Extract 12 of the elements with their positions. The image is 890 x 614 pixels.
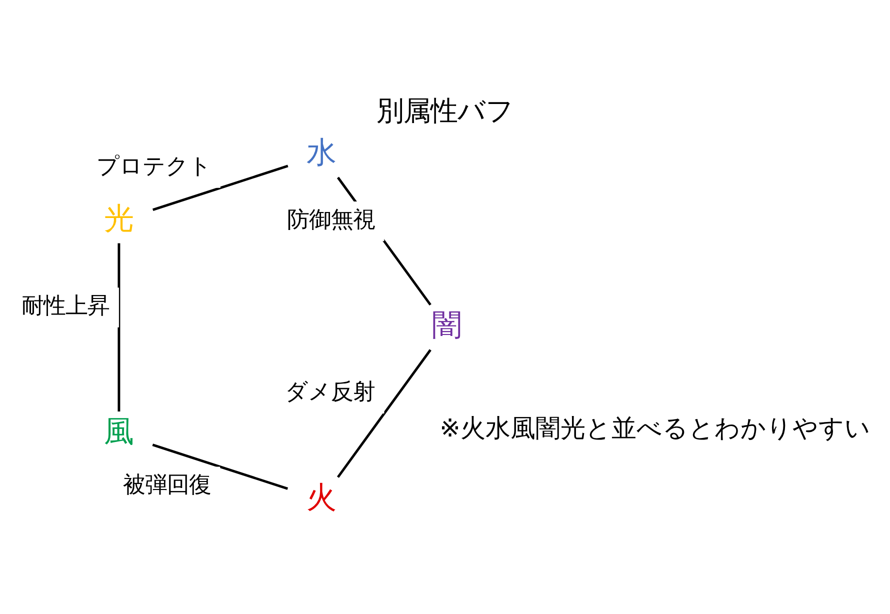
- label: ※火水風闇光と並べるとわかりやすい: [440, 413, 870, 442]
- edge-label: 被弾回復: [122, 472, 211, 498]
- node-text: 光: [104, 201, 134, 236]
- node-text: 火: [306, 480, 337, 515]
- node-text: 水: [306, 135, 337, 170]
- diagram-title: 別属性バフ: [376, 95, 514, 126]
- edge-label: 耐性上昇: [22, 292, 110, 318]
- edge-label: 防御無視: [286, 206, 375, 232]
- node-text: 闇: [432, 308, 462, 343]
- edge-label: プロテクト: [96, 152, 212, 179]
- node-text: 風: [104, 414, 134, 450]
- edge-label: ダメ反射: [284, 378, 375, 405]
